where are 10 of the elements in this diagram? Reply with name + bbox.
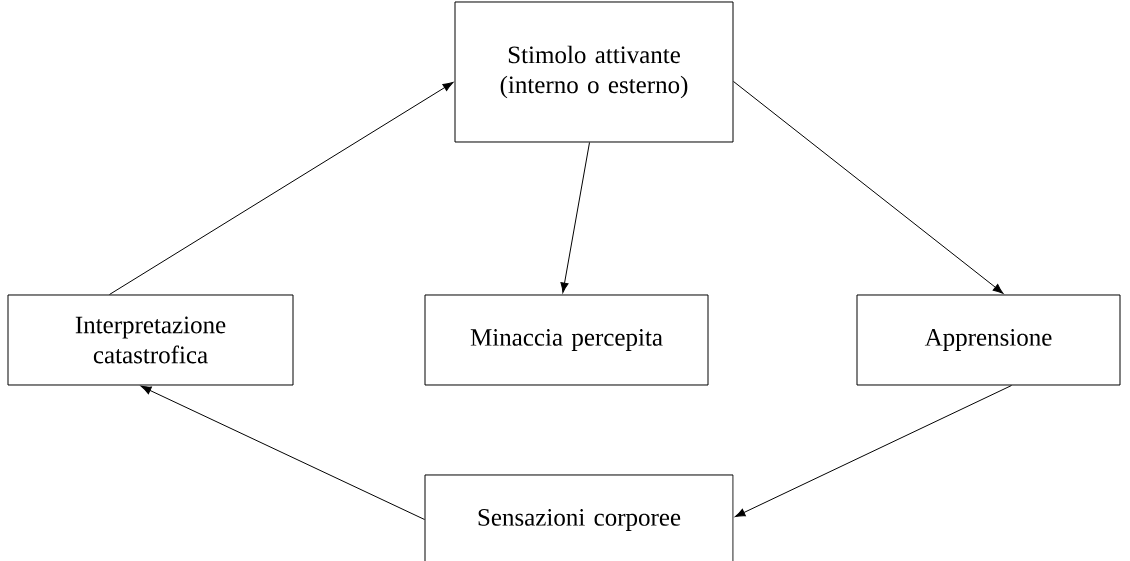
arrow <box>733 81 1004 294</box>
process-box: Interpretazione catastrofica <box>7 294 294 386</box>
arrow <box>140 385 425 520</box>
process-box: Stimolo attivante (interno o esterno) <box>454 1 734 143</box>
process-box: Sensazioni corporee <box>424 474 734 561</box>
arrow <box>109 82 454 295</box>
process-box: Minaccia percepita <box>424 294 709 386</box>
process-box: Apprensione <box>856 294 1121 386</box>
arrow <box>734 385 1012 518</box>
arrow <box>560 142 590 293</box>
